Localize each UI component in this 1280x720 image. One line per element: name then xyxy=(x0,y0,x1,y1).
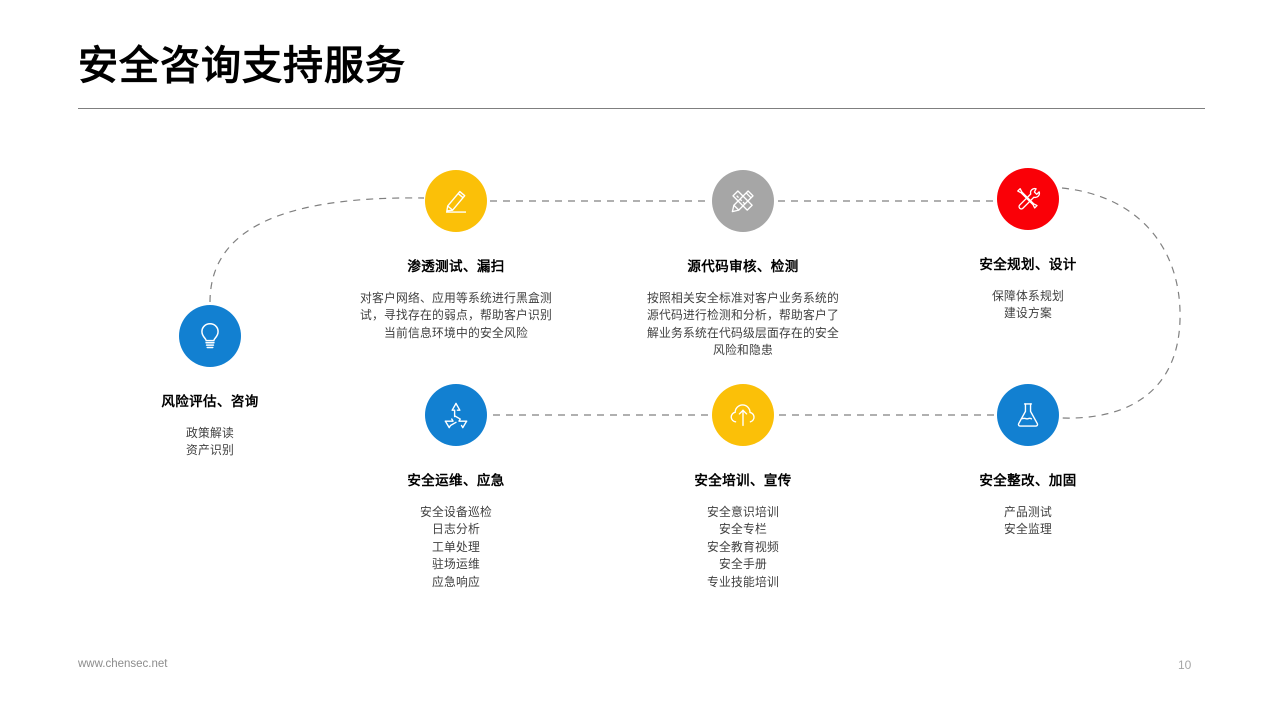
list-item: 应急响应 xyxy=(432,574,480,589)
desc-line: 对客户网络、应用等系统进行黑盒测 xyxy=(360,290,552,305)
node-source-code-audit[interactable]: 源代码审核、检测 按照相关安全标准对客户业务系统的 源代码进行检测和分析，帮助客… xyxy=(613,170,873,360)
list-item: 产品测试 xyxy=(1004,504,1052,519)
cloud-upload-icon xyxy=(712,384,774,446)
node-penetration-test[interactable]: 渗透测试、漏扫 对客户网络、应用等系统进行黑盒测 试，寻找存在的弱点，帮助客户识… xyxy=(326,170,586,342)
node-list: 产品测试 安全监理 xyxy=(918,504,1138,539)
footer-url[interactable]: www.chensec.net xyxy=(78,658,168,670)
node-list: 保障体系规划 建设方案 xyxy=(918,288,1138,323)
list-item: 建设方案 xyxy=(1004,306,1052,321)
desc-line: 当前信息环境中的安全风险 xyxy=(384,325,528,340)
node-list: 安全意识培训 安全专栏 安全教育视频 安全手册 专业技能培训 xyxy=(633,504,853,592)
node-title: 安全整改、加固 xyxy=(979,473,1077,488)
page-number: 10 xyxy=(1178,658,1192,672)
node-list: 政策解读 资产识别 xyxy=(100,425,320,460)
flask-icon xyxy=(997,384,1059,446)
node-title: 安全培训、宣传 xyxy=(694,473,792,488)
list-item: 保障体系规划 xyxy=(992,288,1064,303)
list-item: 安全设备巡检 xyxy=(420,504,492,519)
node-title: 安全运维、应急 xyxy=(407,473,505,488)
list-item: 专业技能培训 xyxy=(707,574,779,589)
wrench-screwdriver-icon xyxy=(997,168,1059,230)
pencil-ruler-icon xyxy=(712,170,774,232)
node-security-remediation[interactable]: 安全整改、加固 产品测试 安全监理 xyxy=(918,384,1138,539)
list-item: 政策解读 xyxy=(186,425,234,440)
desc-line: 解业务系统在代码级层面存在的安全 xyxy=(647,325,839,340)
list-item: 工单处理 xyxy=(432,539,480,554)
page-title: 安全咨询支持服务 xyxy=(78,44,406,88)
list-item: 日志分析 xyxy=(432,522,480,537)
node-security-planning[interactable]: 安全规划、设计 保障体系规划 建设方案 xyxy=(918,168,1138,323)
desc-line: 风险和隐患 xyxy=(713,343,773,358)
node-title: 渗透测试、漏扫 xyxy=(407,259,505,274)
node-security-training[interactable]: 安全培训、宣传 安全意识培训 安全专栏 安全教育视频 安全手册 专业技能培训 xyxy=(633,384,853,591)
list-item: 安全意识培训 xyxy=(707,504,779,519)
pencil-icon xyxy=(425,170,487,232)
list-item: 安全手册 xyxy=(719,557,767,572)
node-description: 按照相关安全标准对客户业务系统的 源代码进行检测和分析，帮助客户了 解业务系统在… xyxy=(613,290,873,360)
node-title: 源代码审核、检测 xyxy=(687,259,799,274)
title-divider xyxy=(78,108,1205,109)
node-security-operations[interactable]: 安全运维、应急 安全设备巡检 日志分析 工单处理 驻场运维 应急响应 xyxy=(346,384,566,591)
list-item: 安全监理 xyxy=(1004,522,1052,537)
desc-line: 源代码进行检测和分析，帮助客户了 xyxy=(647,308,839,323)
node-title: 风险评估、咨询 xyxy=(161,394,259,409)
node-list: 安全设备巡检 日志分析 工单处理 驻场运维 应急响应 xyxy=(346,504,566,592)
node-description: 对客户网络、应用等系统进行黑盒测 试，寻找存在的弱点，帮助客户识别 当前信息环境… xyxy=(326,290,586,343)
list-item: 安全专栏 xyxy=(719,522,767,537)
list-item: 驻场运维 xyxy=(432,557,480,572)
desc-line: 试，寻找存在的弱点，帮助客户识别 xyxy=(360,308,552,323)
node-title: 安全规划、设计 xyxy=(979,257,1077,272)
lightbulb-icon xyxy=(179,305,241,367)
list-item: 资产识别 xyxy=(186,443,234,458)
recycle-icon xyxy=(425,384,487,446)
node-risk-assessment[interactable]: 风险评估、咨询 政策解读 资产识别 xyxy=(100,305,320,460)
list-item: 安全教育视频 xyxy=(707,539,779,554)
desc-line: 按照相关安全标准对客户业务系统的 xyxy=(647,290,839,305)
